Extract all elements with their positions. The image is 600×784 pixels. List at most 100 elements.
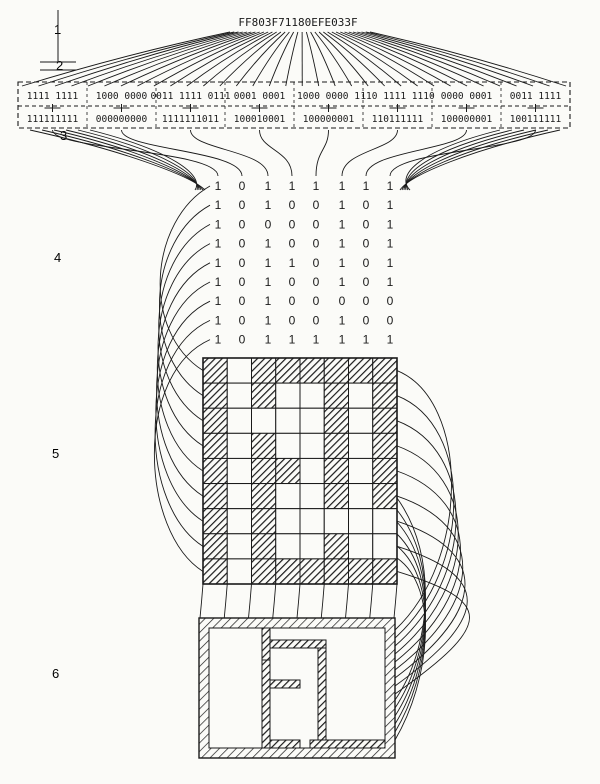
bit-r1-c4: 1	[289, 179, 296, 193]
bit-matrix: 1 0 1 1 1 1 1 1 1 0 1 0 0 1 0 1 1 0 0 0 0 1 0 1 1 0 1 0 0 1 0 1 1 0 1 1 0 1 0 1…	[215, 179, 394, 347]
bit-r9-c1: 1	[215, 333, 222, 347]
bit-r1-c8: 1	[387, 179, 394, 193]
bit-r6-c5: 0	[313, 275, 320, 289]
bit-r1-c6: 1	[339, 179, 346, 193]
byte-decimal-2: 000000000	[96, 114, 148, 125]
pixel-r3-c3	[251, 407, 277, 434]
bit-r5-c7: 0	[363, 256, 370, 270]
pixel-r8-c2	[226, 533, 252, 560]
byte-binary-5: 1000 0000 1	[297, 91, 360, 102]
pixel-r2-c1	[202, 382, 228, 409]
pixel-r4-c3	[251, 432, 277, 459]
bit-r2-c2: 0	[239, 198, 246, 212]
bit-r7-c3: 1	[265, 294, 272, 308]
bit-r6-c7: 0	[363, 275, 370, 289]
bit-r9-c5: 1	[313, 333, 320, 347]
pixel-r4-c2	[226, 432, 252, 459]
pixel-r8-c3	[251, 533, 277, 560]
pixel-r5-c4	[275, 457, 301, 485]
step-label-4: 4	[54, 250, 61, 265]
bit-r3-c6: 1	[339, 217, 346, 231]
pixel-r6-c8	[372, 483, 398, 510]
pixel-r2-c8	[372, 382, 398, 409]
bit-r3-c7: 0	[363, 217, 370, 231]
bit-r5-c4: 1	[289, 256, 296, 270]
byte-decimal-1: 111111111	[27, 114, 79, 125]
pixel-r4-c1	[202, 432, 228, 459]
byte-decimal-7: 100000001	[441, 114, 493, 125]
pixel-r9-c7	[348, 558, 374, 585]
pixel-r7-c6	[323, 508, 349, 535]
bit-r4-c6: 1	[339, 237, 346, 251]
byte-decimal-8: 100111111	[510, 114, 562, 125]
bit-r2-c1: 1	[215, 198, 222, 212]
bit-r4-c2: 0	[239, 237, 246, 251]
pixel-grid	[202, 357, 398, 585]
bit-r7-c6: 0	[339, 294, 346, 308]
bit-r1-c5: 1	[313, 179, 320, 193]
pixel-r8-c6	[323, 533, 349, 560]
bit-r8-c6: 1	[339, 313, 346, 327]
pixel-r7-c4	[275, 508, 301, 535]
bit-r9-c3: 1	[265, 333, 272, 347]
bit-r8-c5: 0	[313, 313, 320, 327]
pixel-r7-c2	[226, 508, 252, 535]
byte-binary-8: 0011 1111	[510, 91, 562, 102]
bit-r8-c4: 0	[289, 313, 296, 327]
bit-r3-c1: 1	[215, 217, 222, 231]
byte-decimal-4: 100010001	[234, 114, 286, 125]
bit-r4-c5: 0	[313, 237, 320, 251]
byte-binary-7: 0000 0001	[441, 91, 493, 102]
bit-r2-c4: 0	[289, 198, 296, 212]
pixel-r3-c6	[323, 407, 349, 434]
step-label-6: 6	[52, 666, 59, 681]
bit-r6-c3: 1	[265, 275, 272, 289]
pixel-r9-c3	[251, 558, 277, 585]
pixel-r4-c8	[372, 432, 398, 459]
pixel-r2-c5	[299, 382, 325, 409]
pixel-r8-c1	[202, 533, 228, 560]
step-label-2: 2	[56, 58, 63, 73]
bit-r1-c7: 1	[363, 179, 370, 193]
bit-r8-c1: 1	[215, 313, 222, 327]
pixel-r5-c6	[323, 457, 349, 485]
pixel-r4-c4	[275, 432, 301, 459]
pixel-r3-c4	[275, 407, 301, 434]
bit-r5-c5: 0	[313, 256, 320, 270]
pixel-r2-c2	[226, 382, 252, 409]
step-label-5: 5	[52, 446, 59, 461]
bit-r5-c2: 0	[239, 256, 246, 270]
bit-r7-c5: 0	[313, 294, 320, 308]
pixel-r5-c7	[348, 457, 374, 485]
bit-r9-c4: 1	[289, 333, 296, 347]
byte-binary-6: 110 1111 1110	[360, 91, 435, 102]
bit-r3-c5: 0	[313, 217, 320, 231]
dimension-mark	[40, 10, 76, 71]
floor-plan	[198, 617, 396, 759]
pixel-r8-c7	[348, 533, 374, 560]
bit-r8-c2: 0	[239, 313, 246, 327]
plan-wall-bottom-left	[269, 739, 301, 749]
bit-r5-c6: 1	[339, 256, 346, 270]
byte-decimal-5: 100000001	[303, 114, 355, 125]
bit-r3-c4: 0	[289, 217, 296, 231]
bit-r2-c8: 1	[387, 198, 394, 212]
byte-binary-4: 0001 0001	[234, 91, 286, 102]
bit-r8-c3: 1	[265, 313, 272, 327]
bit-r1-c2: 0	[239, 179, 246, 193]
pixel-r1-c7	[348, 357, 374, 384]
bit-r9-c8: 1	[387, 333, 394, 347]
pixel-r1-c5	[299, 357, 325, 384]
bit-r6-c6: 1	[339, 275, 346, 289]
bit-r4-c3: 1	[265, 237, 272, 251]
pixel-r6-c6	[323, 483, 349, 510]
bit-r5-c3: 1	[265, 256, 272, 270]
plan-wall-middle	[269, 679, 301, 689]
pixel-r9-c4	[275, 558, 301, 585]
byte-binary-2: 1000 0000	[96, 91, 148, 102]
pixel-r3-c1	[202, 407, 228, 434]
pixel-r9-c6	[323, 558, 349, 585]
bit-r6-c1: 1	[215, 275, 222, 289]
pixel-r6-c1	[202, 483, 228, 510]
bit-r3-c8: 1	[387, 217, 394, 231]
